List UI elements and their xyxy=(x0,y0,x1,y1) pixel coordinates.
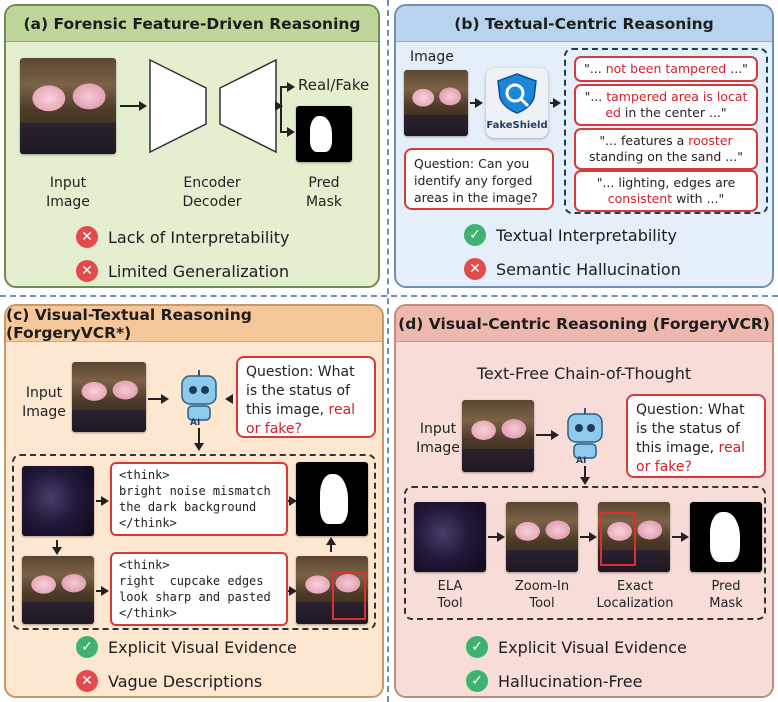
panel-d-title: (d) Visual-Centric Reasoning (ForgeryVCR… xyxy=(396,306,772,342)
pro-explicit-visual-evidence: ✓ Explicit Visual Evidence xyxy=(76,636,297,658)
panel-c-title: (c) Visual-Textual Reasoning (ForgeryVCR… xyxy=(6,306,382,342)
arrow xyxy=(470,98,483,108)
pred-mask-image xyxy=(296,106,352,162)
exact-localization-label: Exact Localization xyxy=(596,579,674,611)
panel-visual-centric: (d) Visual-Centric Reasoning (ForgeryVCR… xyxy=(394,304,774,698)
cross-icon: ✕ xyxy=(76,260,98,282)
zoom-in-tool-image xyxy=(506,502,578,572)
input-image-label: Input Image xyxy=(416,421,460,456)
arrow xyxy=(148,394,169,404)
vertical-divider xyxy=(387,0,389,702)
arrow xyxy=(120,101,147,111)
con-lack-interpretability: ✕ Lack of Interpretability xyxy=(76,226,289,248)
input-image xyxy=(72,362,146,432)
question-box: Question: What is the status of this ima… xyxy=(236,356,376,438)
red-bounding-box xyxy=(600,512,636,566)
check-icon: ✓ xyxy=(464,224,486,246)
arrow xyxy=(194,428,204,451)
answer-4: "... lighting, edges are consistent with… xyxy=(574,170,758,212)
arrow-to-real-fake xyxy=(280,82,295,92)
cross-icon: ✕ xyxy=(76,226,98,248)
input-image xyxy=(404,70,468,136)
subtitle: Text-Free Chain-of-Thought xyxy=(476,364,692,383)
pred-mask-label: Pred Mask xyxy=(709,579,743,611)
arrow xyxy=(326,537,336,552)
arrow xyxy=(288,586,297,596)
zoomed-image xyxy=(22,556,94,624)
panel-textual-centric: (b) Textual-Centric Reasoning Image Fake… xyxy=(394,4,774,288)
answers-container: "... not been tampered ..." "... tampere… xyxy=(564,48,768,214)
think-box-1: <think> bright noise mismatch the dark b… xyxy=(110,462,288,536)
red-bounding-box xyxy=(332,572,366,620)
encoder-decoder-label: Encoder Decoder xyxy=(182,175,242,210)
branch-line xyxy=(280,86,282,132)
input-image xyxy=(20,58,116,154)
check-icon: ✓ xyxy=(466,670,488,692)
check-icon: ✓ xyxy=(76,636,98,658)
pred-mask-image xyxy=(690,502,762,572)
con-semantic-hallucination: ✕ Semantic Hallucination xyxy=(464,258,681,280)
input-image-label: Input Image xyxy=(22,385,66,420)
answer-1: "... not been tampered ..." xyxy=(574,56,758,82)
check-icon: ✓ xyxy=(466,636,488,658)
pro-textual-interpretability: ✓ Textual Interpretability xyxy=(464,224,677,246)
panel-visual-textual: (c) Visual-Textual Reasoning (ForgeryVCR… xyxy=(4,304,384,698)
panel-a-title: (a) Forensic Feature-Driven Reasoning xyxy=(6,6,378,42)
answer-2: "... tampered area is locat ed in the ce… xyxy=(574,84,758,126)
answer-3: "... features a rooster standing on the … xyxy=(574,128,758,170)
zoom-in-tool-label: Zoom-In Tool xyxy=(514,579,570,611)
con-limited-generalization: ✕ Limited Generalization xyxy=(76,260,289,282)
arrow xyxy=(488,532,505,542)
reasoning-chain-container: <think> bright noise mismatch the dark b… xyxy=(12,454,376,630)
arrow xyxy=(228,398,232,400)
ela-tool-label: ELA Tool xyxy=(437,579,463,611)
fakeshield-label: FakeShield xyxy=(486,120,548,131)
arrow-to-mask xyxy=(280,127,295,137)
ela-tool-image xyxy=(414,502,486,572)
think-box-2: <think> right cupcake edges look sharp a… xyxy=(110,552,288,626)
con-vague-descriptions: ✕ Vague Descriptions xyxy=(76,670,262,692)
shield-icon xyxy=(497,73,537,114)
pro-hallucination-free: ✓ Hallucination-Free xyxy=(466,670,642,692)
ai-robot-icon xyxy=(562,408,608,460)
tool-chain-container: ELA Tool Zoom-In Tool Exact Localization… xyxy=(404,486,766,620)
input-image-label: Input Image xyxy=(46,175,90,210)
input-image xyxy=(462,400,534,472)
ela-image xyxy=(22,466,94,536)
arrow xyxy=(550,98,561,108)
localized-image xyxy=(296,556,368,624)
pred-mask-label: Pred Mask xyxy=(305,175,343,210)
arrow xyxy=(96,496,109,506)
exact-localization-image xyxy=(598,502,670,572)
arrow xyxy=(672,532,689,542)
fakeshield-logo: FakeShield xyxy=(486,68,548,138)
cross-icon: ✕ xyxy=(464,258,486,280)
pred-mask-image xyxy=(296,462,368,536)
ai-label: AI xyxy=(190,418,201,428)
image-label: Image xyxy=(410,49,454,65)
question-box: Question: What is the status of this ima… xyxy=(626,394,766,478)
cross-icon: ✕ xyxy=(76,670,98,692)
encoder-decoder-shape xyxy=(149,58,277,154)
ai-label: AI xyxy=(576,456,587,466)
ai-robot-icon xyxy=(176,370,222,422)
arrow xyxy=(52,540,62,555)
arrow xyxy=(580,466,590,485)
arrow xyxy=(288,496,297,506)
panel-forensic-feature: (a) Forensic Feature-Driven Reasoning In… xyxy=(4,4,380,288)
question-box: Question: Can you identify any forged ar… xyxy=(404,148,554,210)
pro-explicit-visual-evidence: ✓ Explicit Visual Evidence xyxy=(466,636,687,658)
real-fake-label: Real/Fake xyxy=(298,76,370,94)
horizontal-divider xyxy=(0,295,778,297)
arrow xyxy=(580,532,597,542)
panel-b-title: (b) Textual-Centric Reasoning xyxy=(396,6,772,42)
arrow xyxy=(536,430,559,440)
arrow xyxy=(96,586,109,596)
